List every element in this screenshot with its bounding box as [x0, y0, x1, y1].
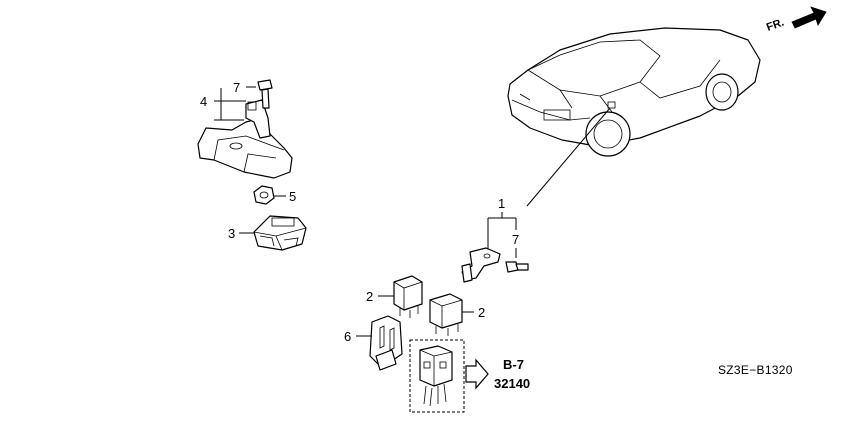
- callout-2-left: 2: [366, 289, 373, 304]
- reference-arrow-icon: [465, 358, 489, 390]
- callout-3: 3: [228, 226, 235, 241]
- part-relay-2-right: [429, 293, 463, 336]
- part-bracket-1: [461, 247, 501, 283]
- front-direction-label: FR.: [765, 16, 786, 33]
- reference-section: B-7: [503, 357, 524, 372]
- part-bolt-7-upper: [257, 79, 273, 109]
- diagram-code: SZ3E−B1320: [718, 363, 793, 377]
- callout-5: 5: [289, 189, 296, 204]
- front-arrow-icon: [791, 6, 827, 29]
- front-direction-indicator: FR.: [765, 6, 827, 34]
- part-relay-holder-6: [369, 315, 403, 371]
- callout-7-upper: 7: [233, 80, 240, 95]
- callout-1: 1: [498, 196, 505, 211]
- part-relay-2-left: [393, 275, 423, 318]
- part-bracket-4: [197, 99, 293, 179]
- vehicle-location-leader: [526, 107, 611, 207]
- part-nut-5: [253, 185, 275, 205]
- callout-2-right: 2: [478, 305, 485, 320]
- callout-6: 6: [344, 329, 351, 344]
- reference-part-number: 32140: [494, 376, 530, 391]
- part-control-unit-3: [253, 215, 307, 251]
- callout-4: 4: [200, 94, 207, 109]
- vehicle-outline: [507, 27, 761, 157]
- callout-4-bracket: [214, 88, 222, 121]
- part-bolt-7-lower: [505, 261, 529, 273]
- callout-7-lower: 7: [512, 232, 519, 247]
- connector-detail-box: [409, 339, 465, 413]
